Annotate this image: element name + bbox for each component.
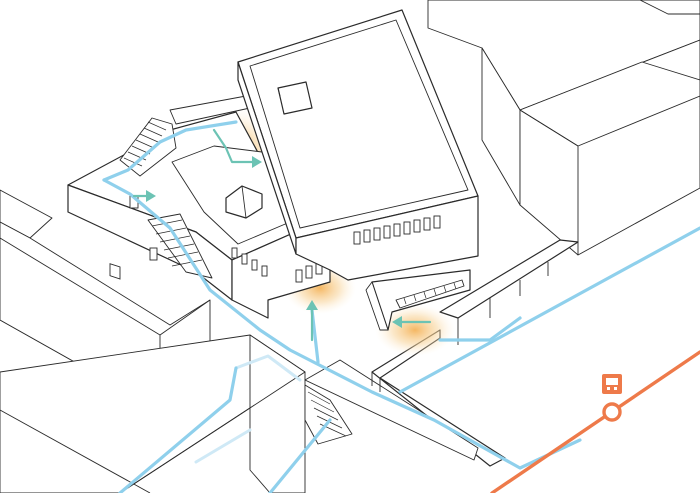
path-main-diagonal xyxy=(102,178,582,470)
wedge-notch xyxy=(365,281,389,331)
window xyxy=(383,225,391,239)
window xyxy=(363,229,371,243)
faint-path-lower xyxy=(194,428,252,464)
arrow-head xyxy=(146,190,156,202)
window xyxy=(305,265,313,279)
entrance-arrows xyxy=(132,128,432,342)
path-lower-left xyxy=(268,418,332,493)
window xyxy=(433,215,441,229)
elevated-terrace xyxy=(439,239,579,345)
neighbor-block-corner xyxy=(639,0,700,15)
arrow-head xyxy=(392,316,402,328)
arrow-courtyard xyxy=(212,128,256,164)
window xyxy=(109,263,121,280)
window xyxy=(393,223,401,237)
arrow-head xyxy=(306,300,318,310)
window xyxy=(295,269,303,283)
tower-windows xyxy=(353,215,441,245)
window xyxy=(353,231,361,245)
window xyxy=(413,219,421,233)
station-stop-icon xyxy=(602,402,622,422)
window xyxy=(241,253,248,265)
window xyxy=(149,247,158,261)
terrace-deck xyxy=(439,239,579,319)
metro-station-icon xyxy=(602,374,622,394)
window xyxy=(423,217,431,231)
bridge-stairs xyxy=(304,384,353,445)
arrow-head xyxy=(252,156,262,168)
canopy-slats xyxy=(403,282,457,305)
window xyxy=(403,221,411,235)
path-left-branch xyxy=(118,366,238,493)
rooftop-box xyxy=(277,81,313,115)
path-right-terrace xyxy=(438,316,522,342)
tower-roof-inset xyxy=(249,19,469,229)
pedestrian-paths xyxy=(102,120,700,493)
faint-path-left xyxy=(234,354,302,382)
window xyxy=(231,247,238,259)
main-building xyxy=(67,9,479,331)
glow-lower-entrance xyxy=(375,304,455,356)
path-up-stairs xyxy=(102,120,238,182)
lower-wedge-canopy xyxy=(395,279,465,309)
bridge-deck-lower xyxy=(304,359,479,461)
window xyxy=(261,265,268,277)
metro xyxy=(490,350,700,493)
window xyxy=(373,227,381,241)
path-right-street xyxy=(398,226,700,394)
window xyxy=(251,259,258,271)
low-wing-windows xyxy=(109,195,323,283)
metro-line xyxy=(490,350,700,493)
